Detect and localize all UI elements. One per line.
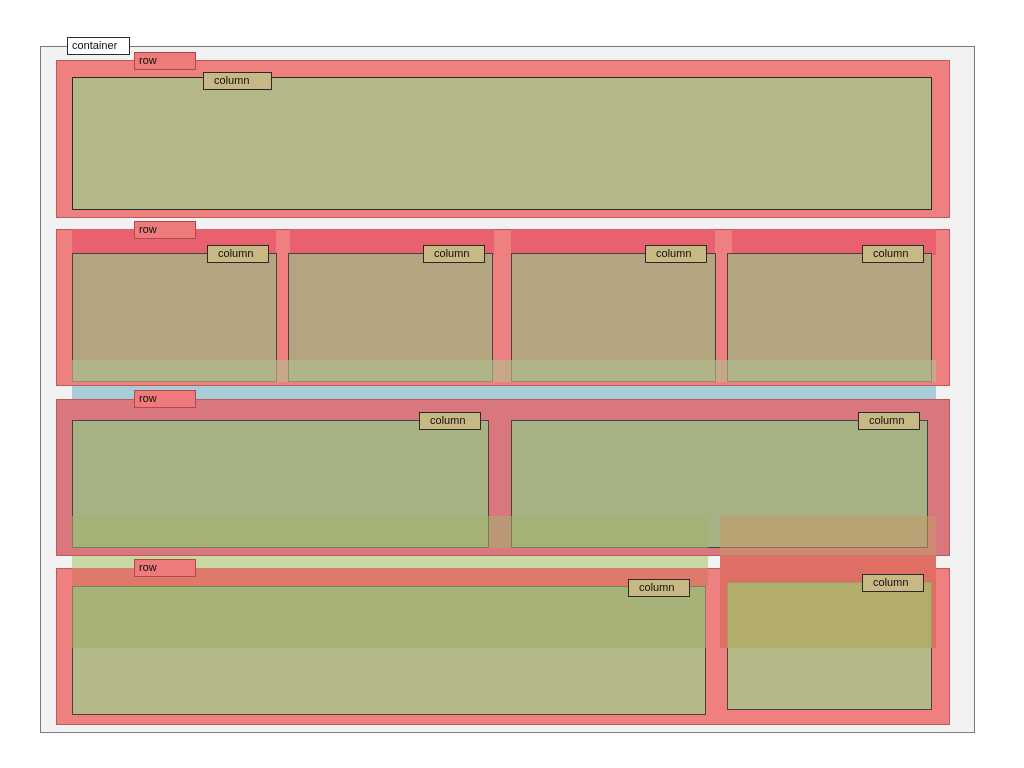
row-1-tag: row bbox=[134, 52, 196, 70]
row-3-column-2-tag: column bbox=[858, 412, 920, 430]
row-2-column-2 bbox=[288, 253, 493, 382]
row-3-column-1 bbox=[72, 420, 489, 548]
row-4-column-2-tag: column bbox=[862, 574, 924, 592]
row-3-tag: row bbox=[134, 390, 196, 408]
row-2-column-4-tag: column bbox=[862, 245, 924, 263]
row-3-column-1-tag: column bbox=[419, 412, 481, 430]
row-1-column-1-tag: column bbox=[203, 72, 272, 90]
row-2-column-3 bbox=[511, 253, 716, 382]
row-2-column-4 bbox=[727, 253, 932, 382]
row-2-column-1-tag: column bbox=[207, 245, 269, 263]
container-tag: container bbox=[67, 37, 130, 55]
row-4-tag: row bbox=[134, 559, 196, 577]
row-2-tag: row bbox=[134, 221, 196, 239]
row-4-column-1-tag: column bbox=[628, 579, 690, 597]
row-4-column-2 bbox=[727, 582, 932, 710]
row-2-column-2-tag: column bbox=[423, 245, 485, 263]
row-4-column-1 bbox=[72, 586, 706, 715]
row-3-column-2 bbox=[511, 420, 928, 548]
row-2-column-3-tag: column bbox=[645, 245, 707, 263]
row-1-column-1 bbox=[72, 77, 932, 210]
row-2-column-1 bbox=[72, 253, 277, 382]
